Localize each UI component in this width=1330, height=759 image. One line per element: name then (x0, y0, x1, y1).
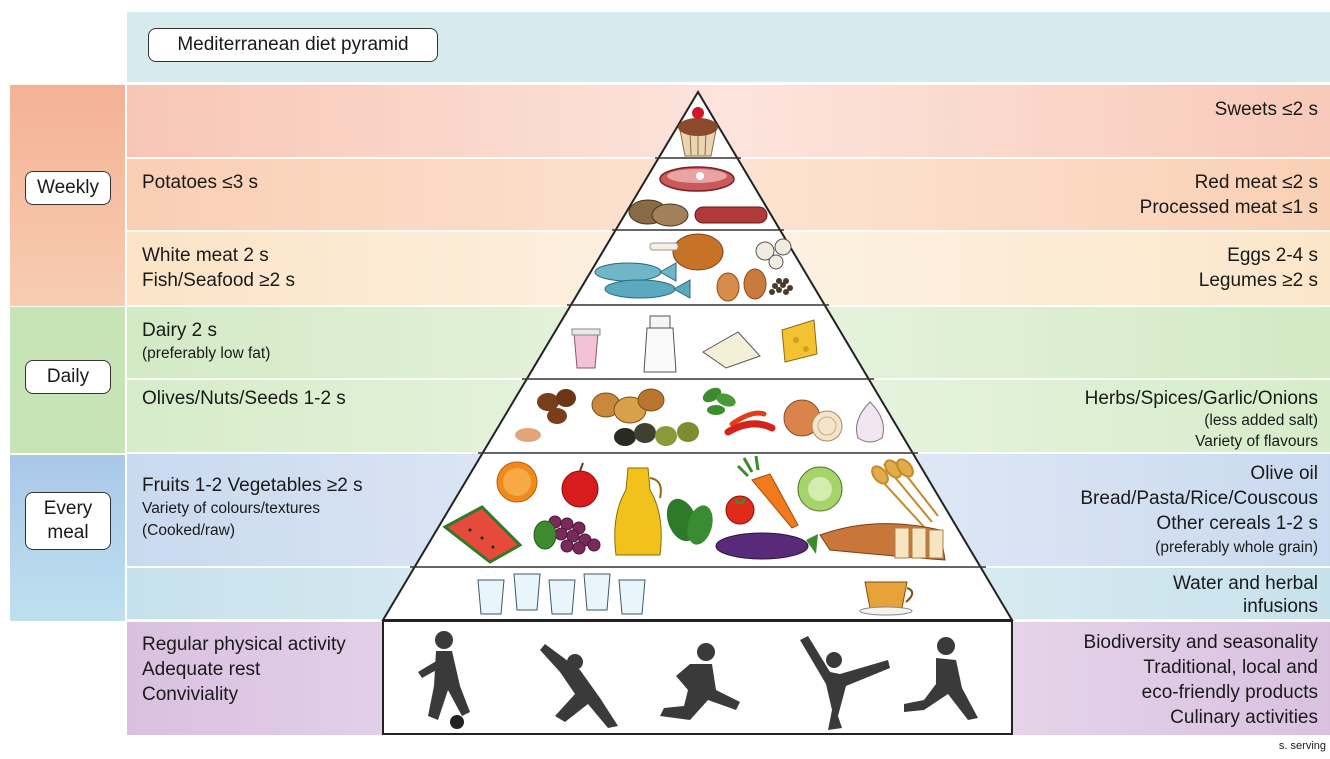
herbs-note: (less added salt) (1204, 412, 1318, 429)
orange-icon (496, 461, 538, 503)
bread-label: Bread/Pasta/Rice/Couscous (1080, 488, 1318, 509)
cupcake-icon (678, 107, 718, 157)
water-label: Water and herbal (1172, 573, 1318, 594)
olive-oil-jug-icon (614, 467, 662, 556)
traditional-label: Traditional, local and (1143, 657, 1318, 678)
cabbage-icon (797, 466, 843, 512)
chili-icon (724, 410, 776, 436)
potatoes-icon (628, 199, 689, 227)
footnote: s. serving (1278, 740, 1326, 752)
fruits-label: Fruits 1-2 Vegetables ≥2 s (142, 475, 363, 496)
fish-label: Fish/Seafood ≥2 s (142, 270, 296, 291)
soccer-player-icon (418, 631, 470, 729)
legumes-icon (769, 278, 793, 295)
yogurt-icon (571, 328, 601, 369)
wheat-icon (871, 458, 939, 529)
tea-cup-icon (859, 581, 914, 616)
fish-icon (594, 262, 691, 299)
flavours-label: Variety of flavours (1195, 433, 1318, 450)
page-title: Mediterranean diet pyramid (148, 28, 438, 62)
dairy-label: Dairy 2 s (142, 320, 217, 341)
sweets-label: Sweets ≤2 s (1214, 99, 1318, 120)
chicken-leg-icon (649, 233, 724, 271)
conviviality-label: Conviviality (142, 684, 239, 705)
olive-oil-label: Olive oil (1250, 463, 1318, 484)
sausage-icon (694, 206, 768, 224)
milk-bottle-icon (643, 315, 677, 373)
rest-label: Adequate rest (142, 659, 261, 680)
carrot-icon (736, 455, 799, 529)
processed-meat-label: Processed meat ≤1 s (1139, 197, 1318, 218)
water-glass-icon (477, 573, 646, 615)
infusions-label: infusions (1243, 596, 1318, 617)
dancer-icon (800, 636, 890, 730)
red-meat-label: Red meat ≤2 s (1194, 172, 1318, 193)
grapes-icon (533, 515, 601, 555)
walnut-icon (591, 388, 665, 424)
nuts-icon (515, 389, 576, 442)
herbs-icon (702, 387, 736, 415)
tomato-icon (725, 495, 755, 525)
every-meal-label: Every meal (25, 492, 111, 550)
brie-icon (702, 331, 761, 369)
every-meal-label-line1: Every (43, 498, 93, 519)
physical-activity-label: Regular physical activity (142, 634, 346, 655)
onion-icon (783, 399, 843, 442)
herbs-label: Herbs/Spices/Garlic/Onions (1084, 388, 1318, 409)
olives-label: Olives/Nuts/Seeds 1-2 s (142, 388, 346, 409)
weekly-label: Weekly (25, 171, 111, 205)
runner-icon (660, 643, 740, 720)
olives-icon (614, 422, 699, 446)
eggs-icon (716, 268, 767, 302)
cereals-label: Other cereals 1-2 s (1156, 513, 1318, 534)
steak-icon (659, 166, 735, 192)
biodiversity-label: Biodiversity and seasonality (1083, 632, 1318, 653)
legumes-label: Legumes ≥2 s (1198, 270, 1318, 291)
eggplant-icon (715, 532, 818, 560)
eco-friendly-label: eco-friendly products (1141, 682, 1318, 703)
potatoes-label: Potatoes ≤3 s (142, 172, 259, 193)
mushrooms-icon (755, 238, 792, 270)
cheese-icon (781, 319, 818, 363)
variety-label: Variety of colours/textures (142, 500, 321, 517)
daily-label: Daily (25, 360, 111, 394)
eggs-label: Eggs 2-4 s (1227, 245, 1318, 266)
culinary-label: Culinary activities (1170, 707, 1318, 728)
spinach-icon (666, 498, 713, 545)
whole-grain-note: (preferably whole grain) (1155, 539, 1318, 556)
dairy-note: (preferably low fat) (142, 345, 271, 362)
jogger-icon (904, 637, 978, 720)
every-meal-label-line2: meal (47, 522, 89, 543)
cooked-label: (Cooked/raw) (142, 522, 236, 539)
watermelon-icon (442, 505, 523, 564)
white-meat-label: White meat 2 s (142, 245, 269, 266)
stretching-person-icon (540, 644, 618, 728)
garlic-icon (856, 401, 884, 443)
apple-icon (561, 462, 599, 508)
bread-icon (819, 523, 946, 561)
